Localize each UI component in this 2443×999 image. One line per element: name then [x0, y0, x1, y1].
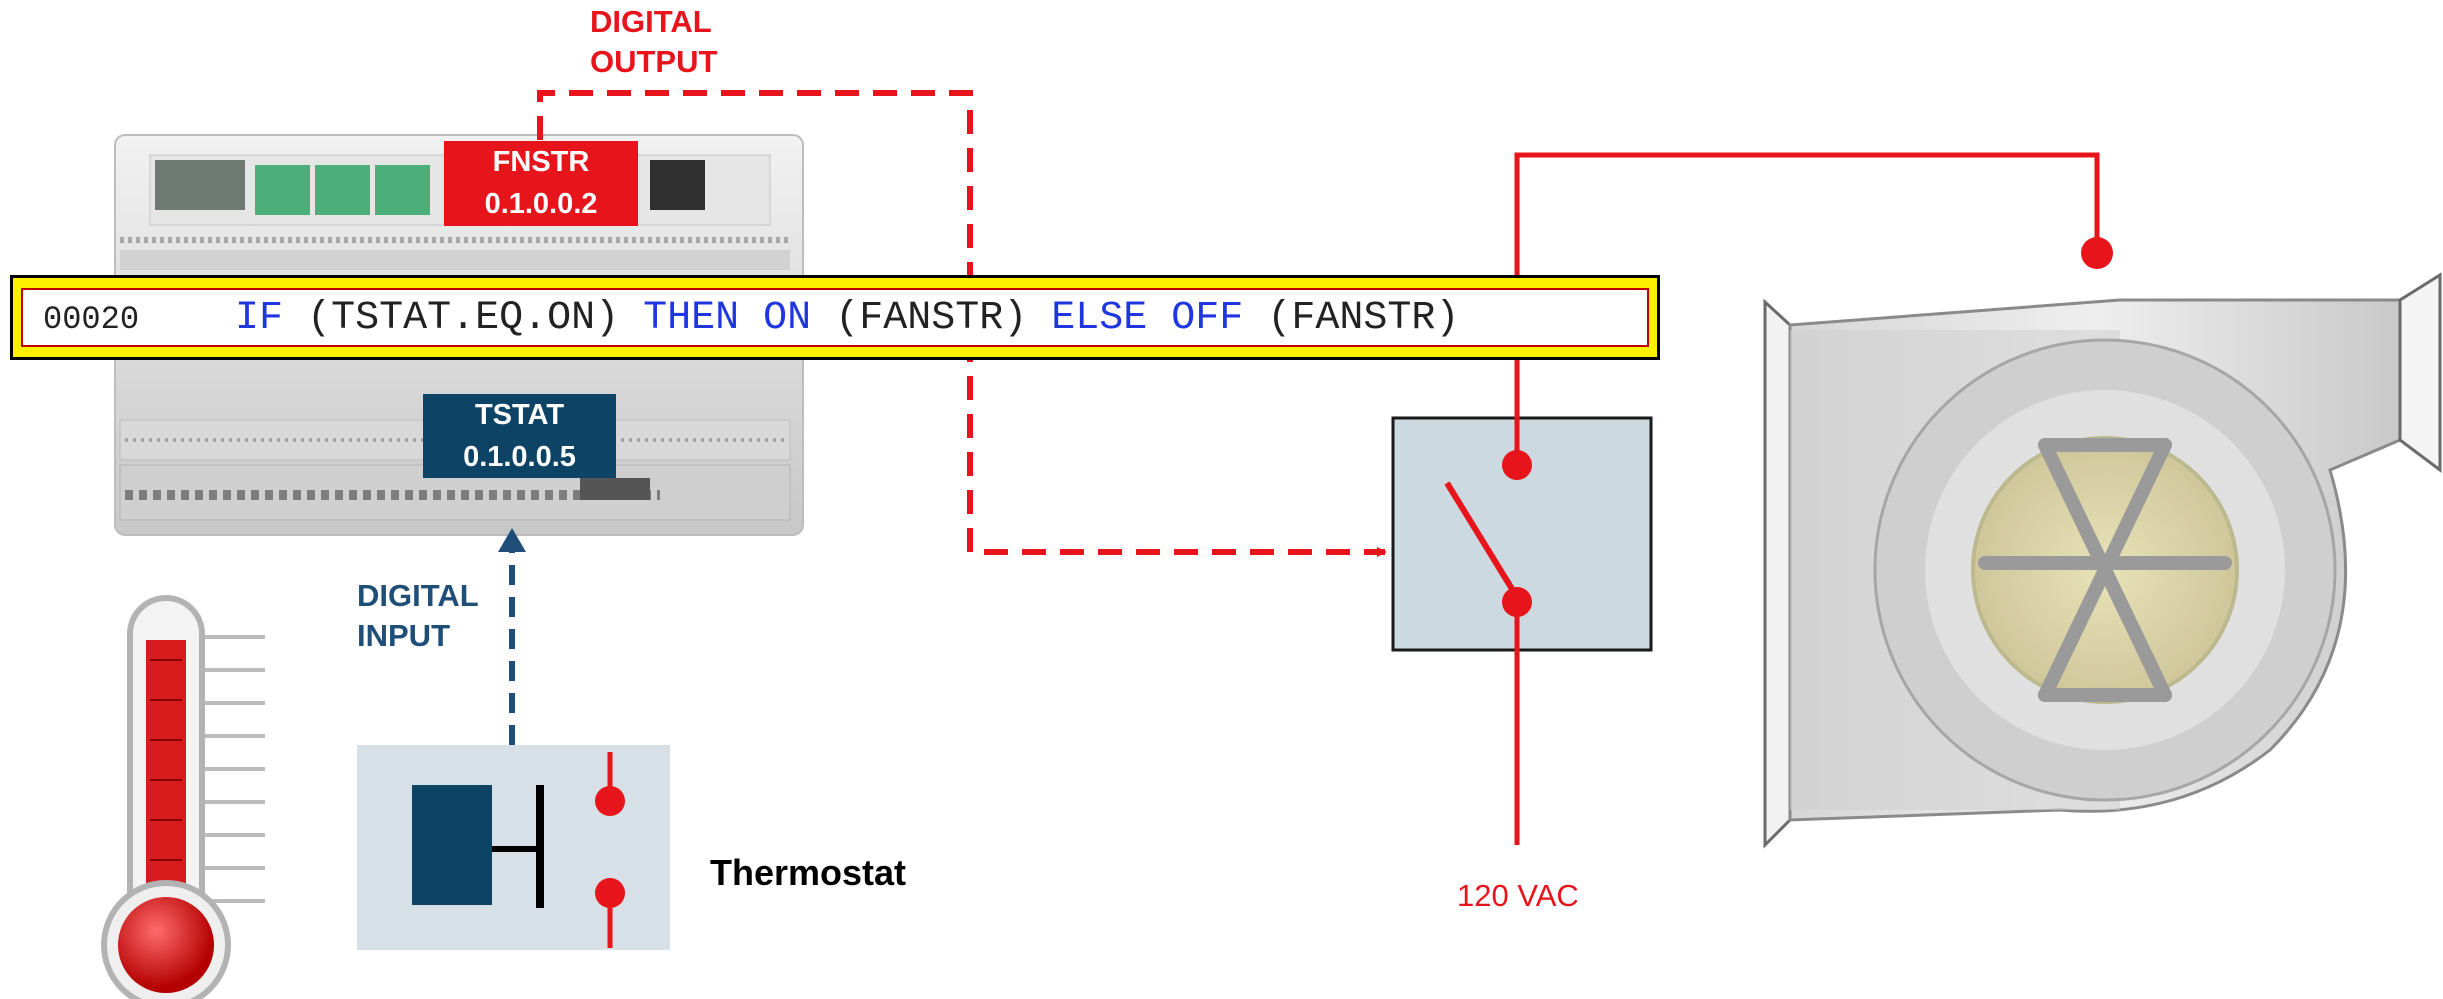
fnstr-tag-name: FNSTR: [492, 146, 590, 178]
tstat-tag: TSTAT 0.1.0.0.5: [423, 394, 616, 478]
code-token: OFF: [1171, 296, 1244, 341]
digital-input-signal-line: [498, 528, 526, 745]
relay-icon: [1391, 416, 1653, 652]
tstat-tag-address: 0.1.0.0.5: [463, 441, 576, 473]
fnstr-tag-address: 0.1.0.0.2: [484, 188, 598, 220]
fnstr-tag: FNSTR 0.1.0.0.2: [444, 141, 638, 226]
thermostat-switch-icon: [357, 745, 670, 950]
voltage-label: 120 VAC: [1457, 878, 1579, 913]
digital-input-label-line2: INPUT: [357, 618, 450, 654]
thermostat-label: Thermostat: [710, 852, 907, 893]
blower-fan-icon: [1763, 272, 2442, 849]
code-token: (FANSTR): [835, 296, 1028, 341]
code-line-number: 00020: [43, 301, 140, 338]
digital-input-label-line1: DIGITAL: [357, 578, 479, 613]
program-code-line: 00020 IF (TSTAT.EQ.ON) THEN ON (FANSTR) …: [21, 288, 1649, 347]
digital-output-label-line1: DIGITAL: [590, 4, 712, 39]
tstat-tag-name: TSTAT: [474, 399, 565, 431]
digital-output-label: DIGITAL OUTPUT: [590, 2, 717, 83]
code-token: (FANSTR): [1267, 296, 1460, 341]
code-token: IF: [235, 296, 284, 341]
code-token: ELSE: [1051, 296, 1148, 341]
controller-module-icon: [114, 134, 804, 536]
code-token: ON: [763, 296, 812, 341]
code-token: THEN: [643, 296, 740, 341]
digital-input-label: DIGITAL INPUT: [357, 576, 479, 657]
digital-output-signal-line: [537, 90, 1387, 557]
program-code-bar: 00020 IF (TSTAT.EQ.ON) THEN ON (FANSTR) …: [10, 275, 1660, 360]
thermometer-icon: [101, 595, 265, 999]
code-token: (TSTAT.EQ.ON): [307, 296, 620, 341]
digital-output-label-line2: OUTPUT: [590, 44, 718, 80]
